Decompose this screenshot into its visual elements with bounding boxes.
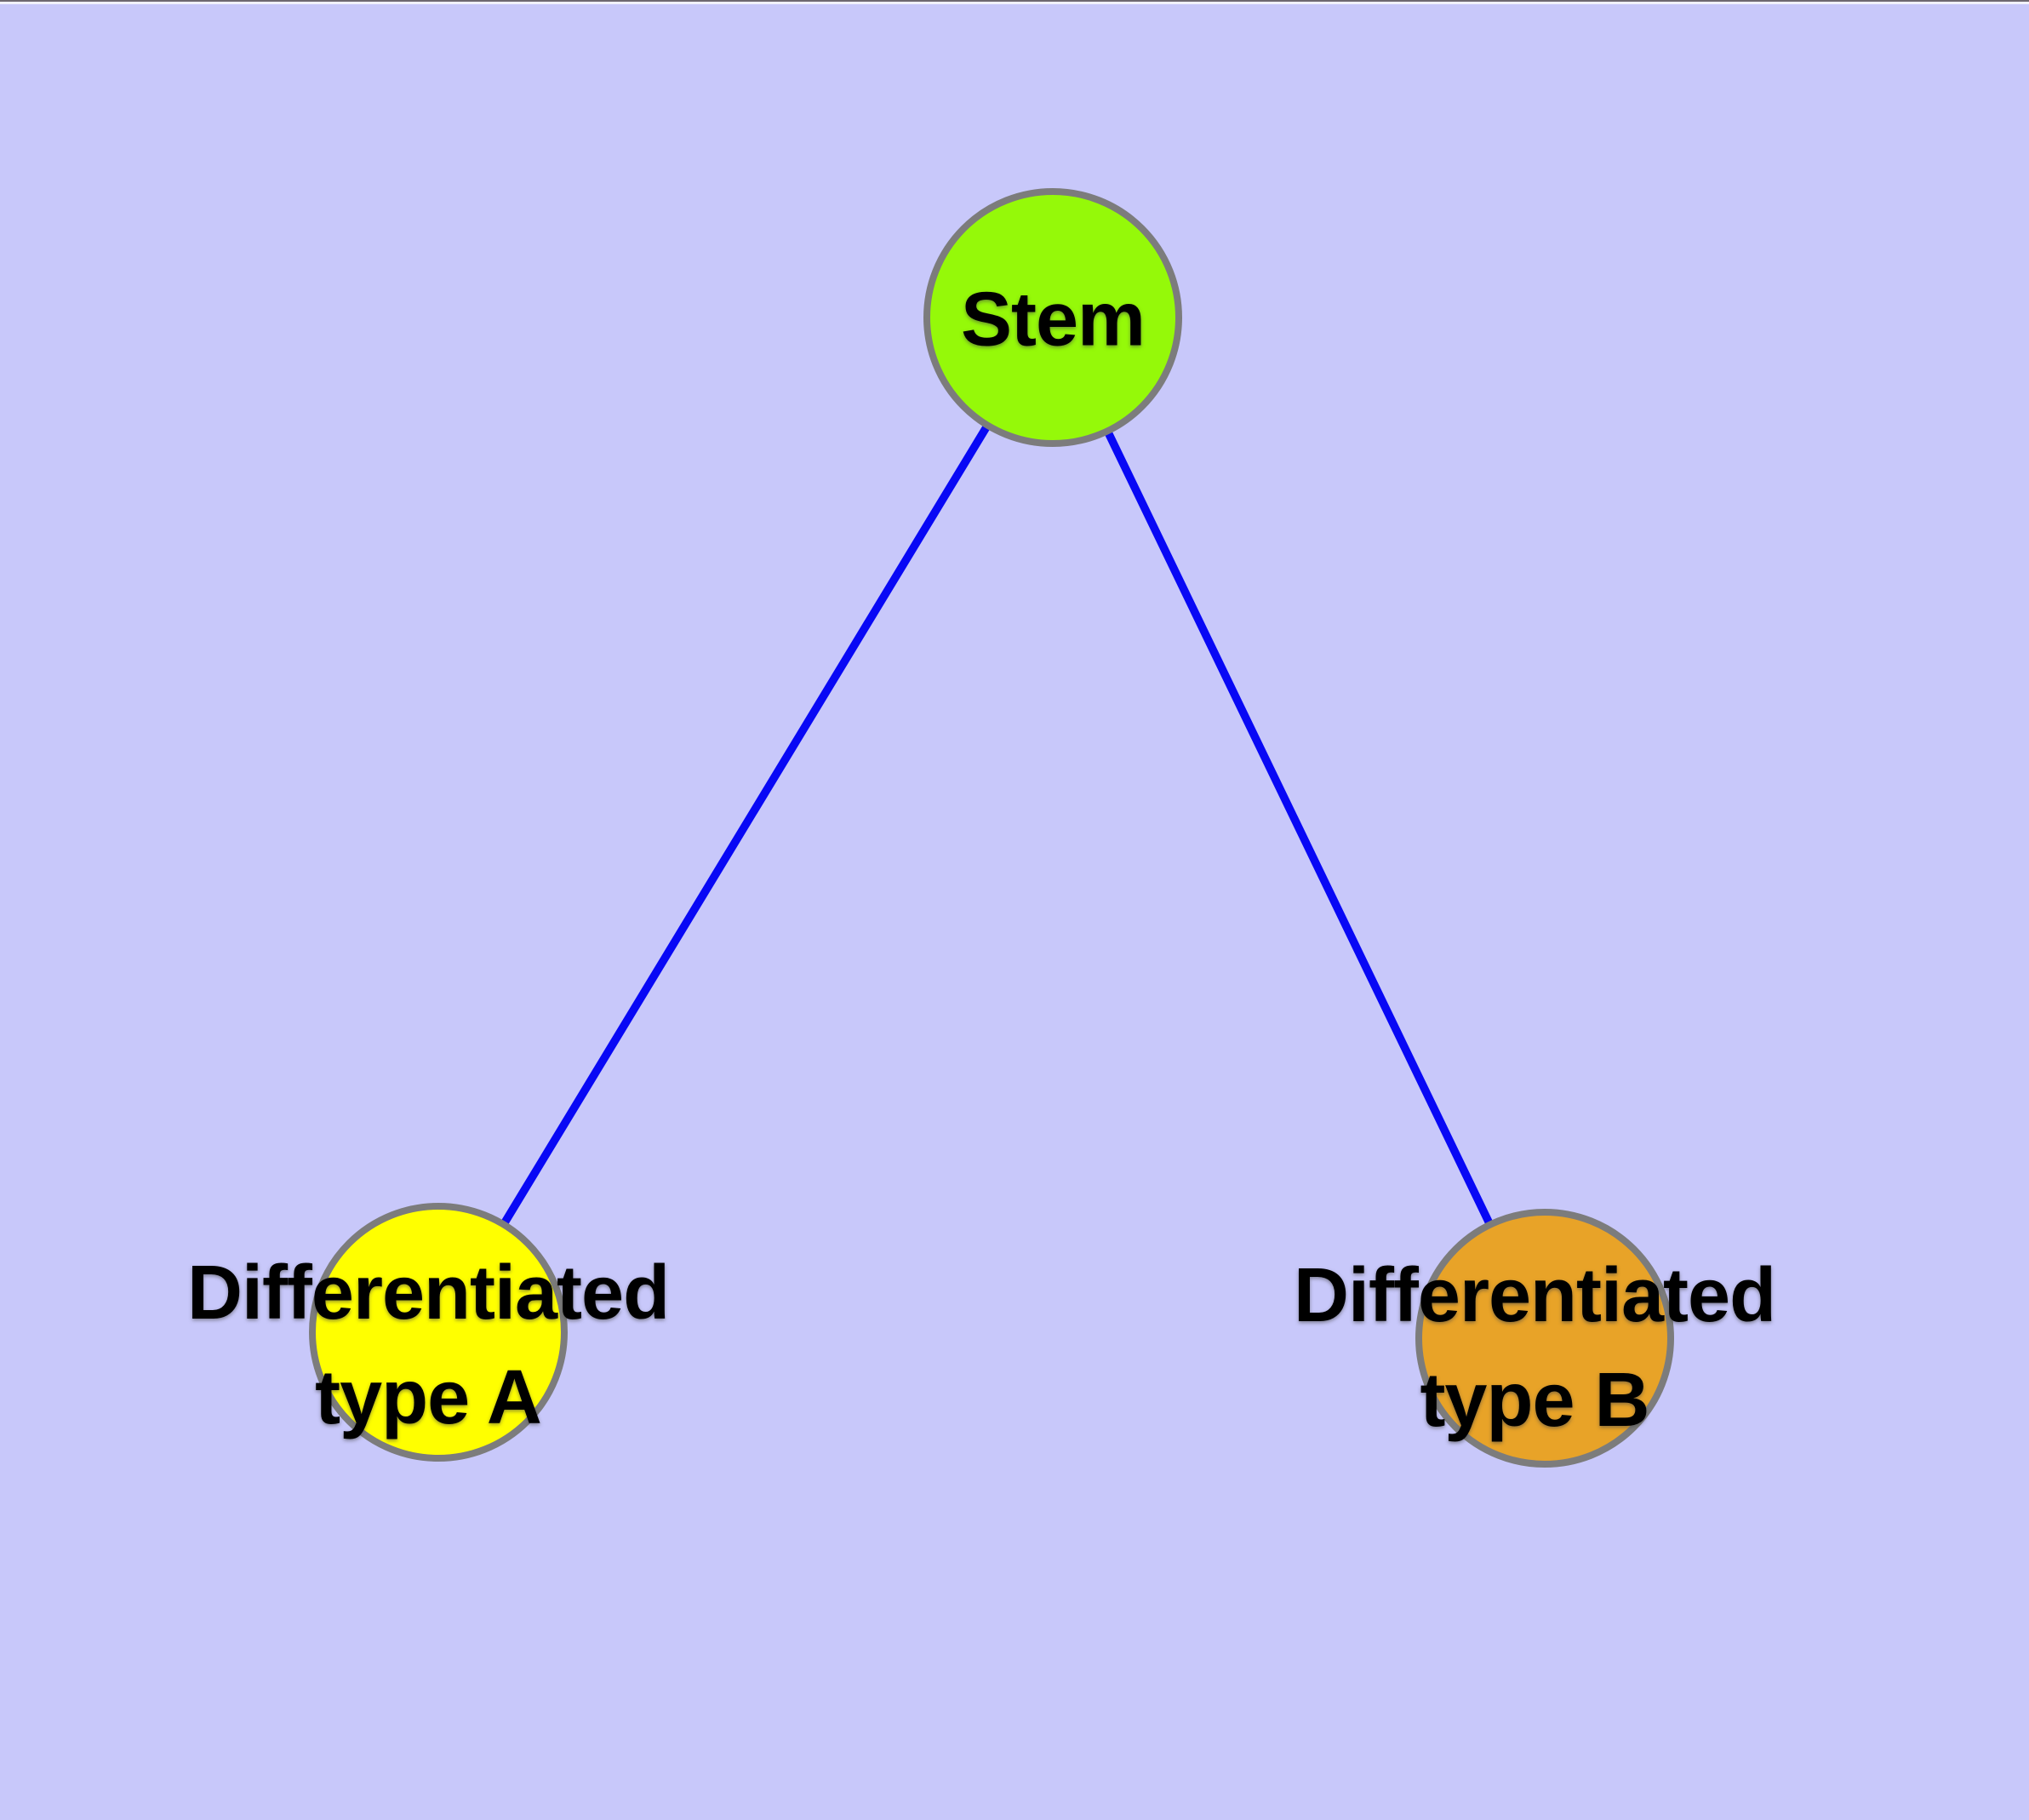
node-circle-stem: [923, 188, 1182, 447]
node-circle-diff-b: [1415, 1209, 1674, 1468]
edge-stem-to-diff-a: [434, 313, 1057, 1336]
screenshot-top-edge-artifact-dark: [0, 0, 2029, 2]
edge-stem-to-diff-b: [1049, 313, 1549, 1342]
screenshot-top-edge-artifact-light: [0, 2, 2029, 4]
node-label-differentiated-type-b: Differentiated type B: [1293, 1253, 1776, 1443]
node-label-stem: Stem: [960, 277, 1146, 363]
node-circle-diff-a: [309, 1203, 568, 1462]
node-label-differentiated-type-a: Differentiated type A: [186, 1251, 670, 1440]
